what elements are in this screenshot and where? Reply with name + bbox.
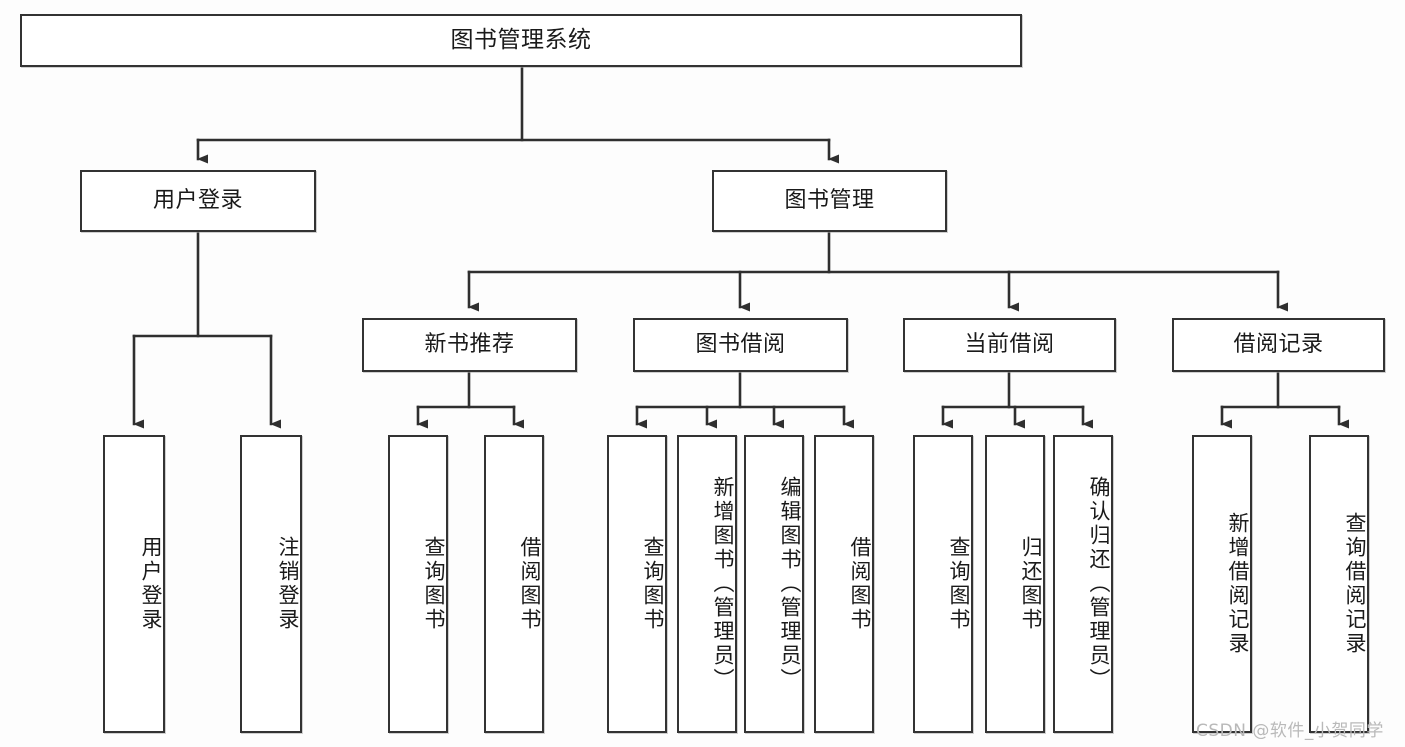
- node-leaf-query-record[interactable]: 查询借阅记录: [1309, 435, 1369, 733]
- node-leaf-query-book-2-label: 查询图书: [641, 536, 665, 632]
- node-leaf-edit-book[interactable]: 编辑图书（管理员）: [744, 435, 804, 733]
- node-leaf-add-record-label: 新增借阅记录: [1226, 512, 1250, 656]
- node-current-borrow-label: 当前借阅: [964, 332, 1055, 358]
- node-leaf-user-login[interactable]: 用户登录: [103, 435, 165, 733]
- node-root-label: 图书管理系统: [450, 26, 592, 53]
- node-leaf-user-logout[interactable]: 注销登录: [240, 435, 302, 733]
- node-leaf-query-record-label: 查询借阅记录: [1343, 512, 1367, 656]
- node-leaf-add-record[interactable]: 新增借阅记录: [1192, 435, 1252, 733]
- node-leaf-return-book-label: 归还图书: [1019, 536, 1043, 632]
- node-book-borrow-label: 图书借阅: [695, 332, 786, 358]
- node-leaf-user-login-label: 用户登录: [139, 536, 163, 632]
- node-root[interactable]: 图书管理系统: [20, 14, 1022, 67]
- node-new-book-rec-label: 新书推荐: [424, 332, 515, 358]
- node-leaf-add-book-label: 新增图书（管理员）: [711, 476, 735, 692]
- watermark-credit: CSDN @软件_小贺同学: [1196, 721, 1384, 741]
- node-leaf-query-book-1[interactable]: 查询图书: [388, 435, 448, 733]
- node-leaf-query-book-2[interactable]: 查询图书: [607, 435, 667, 733]
- node-leaf-query-book-1-label: 查询图书: [422, 536, 446, 632]
- node-leaf-query-book-3[interactable]: 查询图书: [913, 435, 973, 733]
- node-borrow-record-label: 借阅记录: [1233, 332, 1324, 358]
- node-book-manage[interactable]: 图书管理: [712, 170, 947, 232]
- node-user-login[interactable]: 用户登录: [80, 170, 316, 232]
- node-leaf-borrow-book-2-label: 借阅图书: [848, 536, 872, 632]
- node-borrow-record[interactable]: 借阅记录: [1172, 318, 1385, 372]
- node-user-login-label: 用户登录: [152, 188, 243, 214]
- node-new-book-rec[interactable]: 新书推荐: [362, 318, 577, 372]
- node-leaf-borrow-book-2[interactable]: 借阅图书: [814, 435, 874, 733]
- node-leaf-return-book[interactable]: 归还图书: [985, 435, 1045, 733]
- node-leaf-add-book[interactable]: 新增图书（管理员）: [677, 435, 737, 733]
- node-leaf-edit-book-label: 编辑图书（管理员）: [778, 476, 802, 692]
- node-leaf-borrow-book-1-label: 借阅图书: [518, 536, 542, 632]
- node-leaf-query-book-3-label: 查询图书: [947, 536, 971, 632]
- node-leaf-confirm-return-label: 确认归还（管理员）: [1087, 476, 1111, 692]
- node-leaf-borrow-book-1[interactable]: 借阅图书: [484, 435, 544, 733]
- node-book-manage-label: 图书管理: [784, 188, 875, 214]
- node-leaf-user-logout-label: 注销登录: [276, 536, 300, 632]
- node-current-borrow[interactable]: 当前借阅: [903, 318, 1116, 372]
- node-book-borrow[interactable]: 图书借阅: [633, 318, 848, 372]
- node-leaf-confirm-return[interactable]: 确认归还（管理员）: [1053, 435, 1113, 733]
